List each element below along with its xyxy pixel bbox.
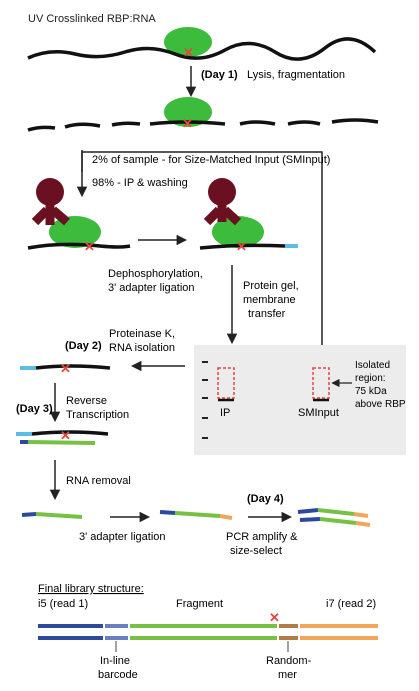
randommer-line1: Random- bbox=[266, 655, 312, 667]
crosslinked-complex: ✕ bbox=[27, 27, 377, 61]
rbp-protein-2 bbox=[164, 97, 212, 127]
randommer-line2: mer bbox=[278, 669, 297, 681]
sminput-region-box bbox=[312, 367, 330, 399]
day1-text: Lysis, fragmentation bbox=[247, 69, 345, 81]
region-line1: Isolated bbox=[355, 360, 390, 371]
ip-text: 98% - IP & washing bbox=[92, 177, 188, 189]
day4-label: (Day 4) bbox=[247, 493, 284, 505]
gel-line2: membrane bbox=[243, 294, 296, 306]
day2-line1: Proteinase K, bbox=[109, 328, 175, 340]
cdna-ligated bbox=[159, 510, 233, 520]
day3-line2: Transcription bbox=[66, 409, 129, 421]
library-fragment-label: Fragment bbox=[176, 598, 223, 610]
ip-complex-left: ✕ bbox=[27, 178, 131, 254]
region-line2: region: bbox=[355, 373, 386, 384]
dephos-line2: 3' adapter ligation bbox=[108, 282, 195, 294]
rna-isolated: ✕ bbox=[20, 361, 111, 376]
library-structure bbox=[38, 624, 378, 652]
inline-line2: barcode bbox=[98, 669, 138, 681]
day1-label: (Day 1) bbox=[201, 69, 238, 81]
ip-region-box bbox=[217, 367, 235, 399]
gel-line1: Protein gel, bbox=[243, 280, 299, 292]
rbp-protein bbox=[164, 27, 212, 57]
region-line4: above RBP bbox=[355, 399, 406, 410]
day2-label: (Day 2) bbox=[65, 340, 102, 352]
crosslink-mark: ✕ bbox=[183, 45, 194, 60]
day3-label: (Day 3) bbox=[16, 403, 53, 415]
cdna-hybrid: ✕ bbox=[16, 428, 109, 445]
ip-complex-right: ✕ bbox=[199, 178, 298, 254]
rna-strand bbox=[27, 37, 377, 61]
gel-panel: IP SMInput Isolated region: 75 kDa above… bbox=[194, 345, 406, 455]
day3-line1: Reverse bbox=[66, 395, 107, 407]
split-text: 2% of sample - for Size-Matched Input (S… bbox=[92, 154, 330, 166]
pcr-line1: PCR amplify & bbox=[226, 531, 298, 543]
pcr-products bbox=[297, 508, 371, 527]
adapter3-label: 3' adapter ligation bbox=[79, 531, 166, 543]
gel-line3: transfer bbox=[248, 308, 286, 320]
svg-text:✕: ✕ bbox=[182, 116, 193, 131]
library-crosslink-mark: ✕ bbox=[269, 610, 280, 625]
cdna-single bbox=[21, 512, 83, 519]
svg-text:✕: ✕ bbox=[84, 239, 95, 254]
svg-text:✕: ✕ bbox=[60, 428, 71, 443]
pcr-line2: size-select bbox=[230, 545, 282, 557]
rna-removal: RNA removal bbox=[66, 475, 131, 487]
library-heading: Final library structure: bbox=[38, 583, 144, 595]
day2-line2: RNA isolation bbox=[109, 342, 175, 354]
library-i7-label: i7 (read 2) bbox=[326, 598, 376, 610]
inline-line1: In-line bbox=[100, 655, 130, 667]
title: UV Crosslinked RBP:RNA bbox=[28, 13, 156, 25]
fragmented-rna: ✕ bbox=[27, 97, 379, 132]
region-line3: 75 kDa bbox=[355, 386, 387, 397]
dephos-line1: Dephosphorylation, bbox=[108, 268, 203, 280]
gel-ip-label: IP bbox=[220, 407, 230, 419]
library-i5-label: i5 (read 1) bbox=[38, 598, 88, 610]
svg-text:✕: ✕ bbox=[236, 239, 247, 254]
svg-text:✕: ✕ bbox=[60, 361, 71, 376]
gel-sminput-label: SMInput bbox=[298, 407, 339, 419]
